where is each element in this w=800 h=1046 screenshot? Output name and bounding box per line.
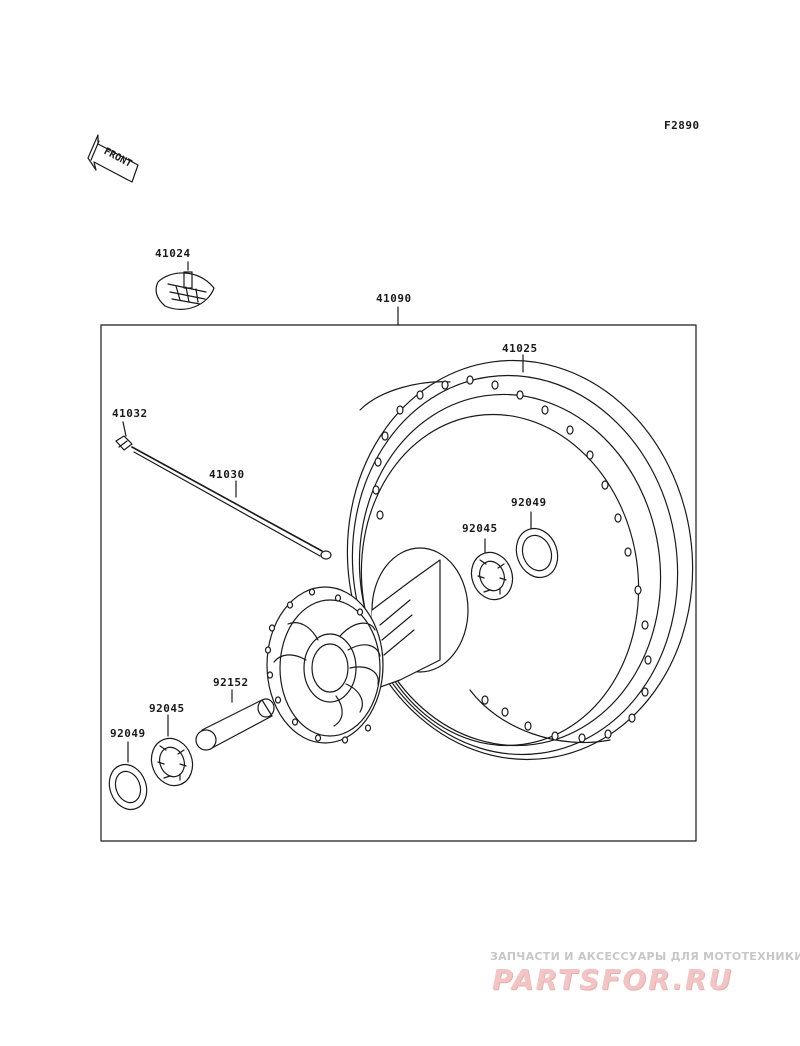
part-label-spoke-nipple: 41032 [112, 407, 148, 420]
left-bearing-part [145, 715, 199, 791]
part-label-bearing-right: 92045 [462, 522, 498, 535]
spoke-part [116, 422, 331, 559]
figure-code: F2890 [664, 119, 700, 132]
hub-part [266, 548, 469, 743]
collar-part [196, 690, 274, 750]
watermark-logo: PARTSFOR.RU [492, 963, 734, 996]
rim-part [322, 338, 718, 782]
part-label-seal-right: 92049 [511, 496, 547, 509]
right-bearing-part [465, 539, 519, 605]
part-label-valve: 41024 [155, 247, 191, 260]
watermark-tagline: ЗАПЧАСТИ И АКСЕССУАРЫ ДЛЯ МОТОТЕХНИКИ [490, 950, 800, 963]
part-label-rim: 41025 [502, 342, 538, 355]
part-label-spoke: 41030 [209, 468, 245, 481]
part-label-bearing-left: 92045 [149, 702, 185, 715]
part-label-collar: 92152 [213, 676, 249, 689]
part-label-wheel-assy: 41090 [376, 292, 412, 305]
left-seal-part [103, 742, 153, 815]
valve-part [156, 262, 214, 309]
part-label-seal-left: 92049 [110, 727, 146, 740]
right-seal-part [510, 512, 565, 583]
front-arrow-icon: FRONT [88, 135, 138, 182]
assembly-bracket [101, 307, 696, 841]
